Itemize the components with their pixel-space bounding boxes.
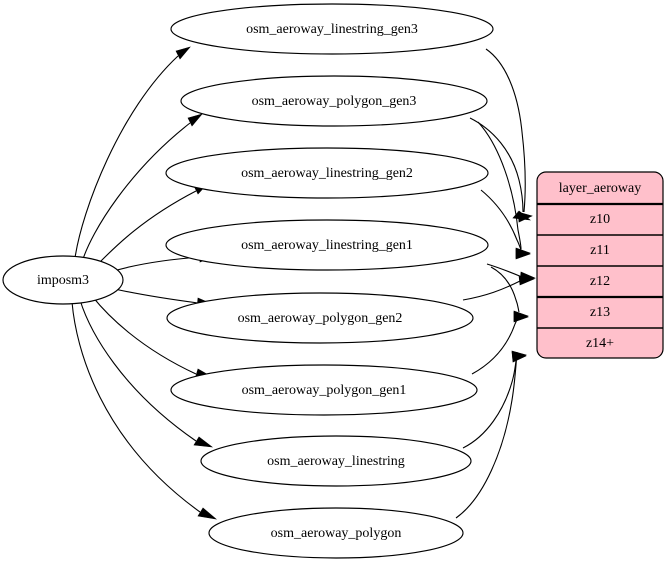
node-osm-aeroway-polygon-shape[interactable] [208,507,464,559]
node-osm-aeroway-polygon-label: osm_aeroway_polygon [271,526,402,541]
node-osm-aeroway-polygon-gen1[interactable]: osm_aeroway_polygon_gen1 [170,364,478,416]
edge-linestring-to-z14 [462,351,518,449]
arrowhead-z13-b [513,311,529,323]
node-layer-aeroway-table[interactable]: layer_aeroway z10 z11 z12 z13 z14+ [536,171,664,359]
edge-imposm3-to-polygon-gen3 [81,122,191,263]
edge-polygon-gen1-to-z13 [471,312,520,375]
layer-table-row-z14-label: z14+ [586,336,614,351]
arrowhead-z14-b [511,351,527,363]
edge-linestring-gen3-to-z10 [485,48,526,213]
edge-polygon-gen2-to-z12 [462,280,521,301]
layer-table-row-z10-label: z10 [590,212,610,227]
edge-imposm3-to-linestring-gen3 [74,55,179,259]
node-osm-aeroway-linestring-label: osm_aeroway_linestring [267,454,405,469]
node-osm-aeroway-linestring-gen2[interactable]: osm_aeroway_linestring_gen2 [165,147,489,199]
node-osm-aeroway-linestring-gen1-label: osm_aeroway_linestring_gen1 [241,238,413,253]
node-osm-aeroway-linestring-gen1[interactable]: osm_aeroway_linestring_gen1 [165,219,489,271]
node-osm-aeroway-linestring-gen2-label: osm_aeroway_linestring_gen2 [241,166,413,181]
layer-table-row-z13-label: z13 [590,305,610,320]
layer-table-row-z12-label: z12 [590,274,610,289]
edge-polygon-gen3-to-z10 [469,117,524,213]
node-osm-aeroway-linestring-gen1-shape[interactable] [165,219,489,271]
edge-imposm3-to-polygon-gen1 [91,295,197,375]
arrowhead-linestring-gen3 [175,46,191,60]
node-osm-aeroway-linestring-gen2-shape[interactable] [165,147,489,199]
arrowhead-linestring [193,436,214,448]
edge-imposm3-to-linestring-gen1 [109,256,201,273]
layer-table-row-z11-label: z11 [590,243,610,258]
node-osm-aeroway-linestring-gen3-shape[interactable] [170,3,494,55]
node-imposm3[interactable]: imposm3 [2,255,124,305]
layer-table-header-label: layer_aeroway [559,181,641,196]
edge-linestring-gen2-to-z11 [480,189,522,251]
node-imposm3-label: imposm3 [37,273,89,288]
edge-linestring-gen1-to-z12 [486,263,523,278]
node-osm-aeroway-linestring-gen3-label: osm_aeroway_linestring_gen3 [246,22,418,37]
arrowhead-polygon [197,507,218,520]
node-osm-aeroway-polygon-gen3[interactable]: osm_aeroway_polygon_gen3 [180,75,488,127]
layer-table-shell [536,171,664,359]
edge-imposm3-to-polygon-gen2 [109,287,199,304]
arrowhead-z12-b [518,275,536,286]
node-osm-aeroway-polygon-gen2[interactable]: osm_aeroway_polygon_gen2 [166,292,474,344]
node-osm-aeroway-polygon-gen2-label: osm_aeroway_polygon_gen2 [238,311,403,326]
edge-polygon-gen3-to-z11 [477,121,522,250]
arrowhead-polygon-gen3 [187,113,203,127]
edge-imposm3-to-linestring-gen2 [95,190,197,267]
edge-imposm3-to-linestring [79,299,197,442]
node-osm-aeroway-linestring-shape[interactable] [200,435,472,487]
node-osm-aeroway-polygon[interactable]: osm_aeroway_polygon [208,507,464,559]
node-osm-aeroway-linestring-gen3[interactable]: osm_aeroway_linestring_gen3 [170,3,494,55]
node-imposm3-shape[interactable] [2,255,124,305]
node-osm-aeroway-polygon-gen1-shape[interactable] [170,364,478,416]
edge-imposm3-to-polygon [71,301,201,513]
edge-group-tables-to-layer [455,48,536,519]
node-osm-aeroway-polygon-gen3-label: osm_aeroway_polygon_gen3 [252,94,417,109]
node-osm-aeroway-polygon-gen1-label: osm_aeroway_polygon_gen1 [242,383,407,398]
node-osm-aeroway-polygon-gen2-shape[interactable] [166,292,474,344]
node-osm-aeroway-polygon-gen3-shape[interactable] [180,75,488,127]
arrowhead-z11-b [515,248,531,260]
edge-polygon-to-z14 [455,352,518,519]
arrowhead-z10-b [517,211,533,223]
node-osm-aeroway-linestring[interactable]: osm_aeroway_linestring [200,435,472,487]
edge-linestring-gen1-to-z13 [490,266,520,313]
